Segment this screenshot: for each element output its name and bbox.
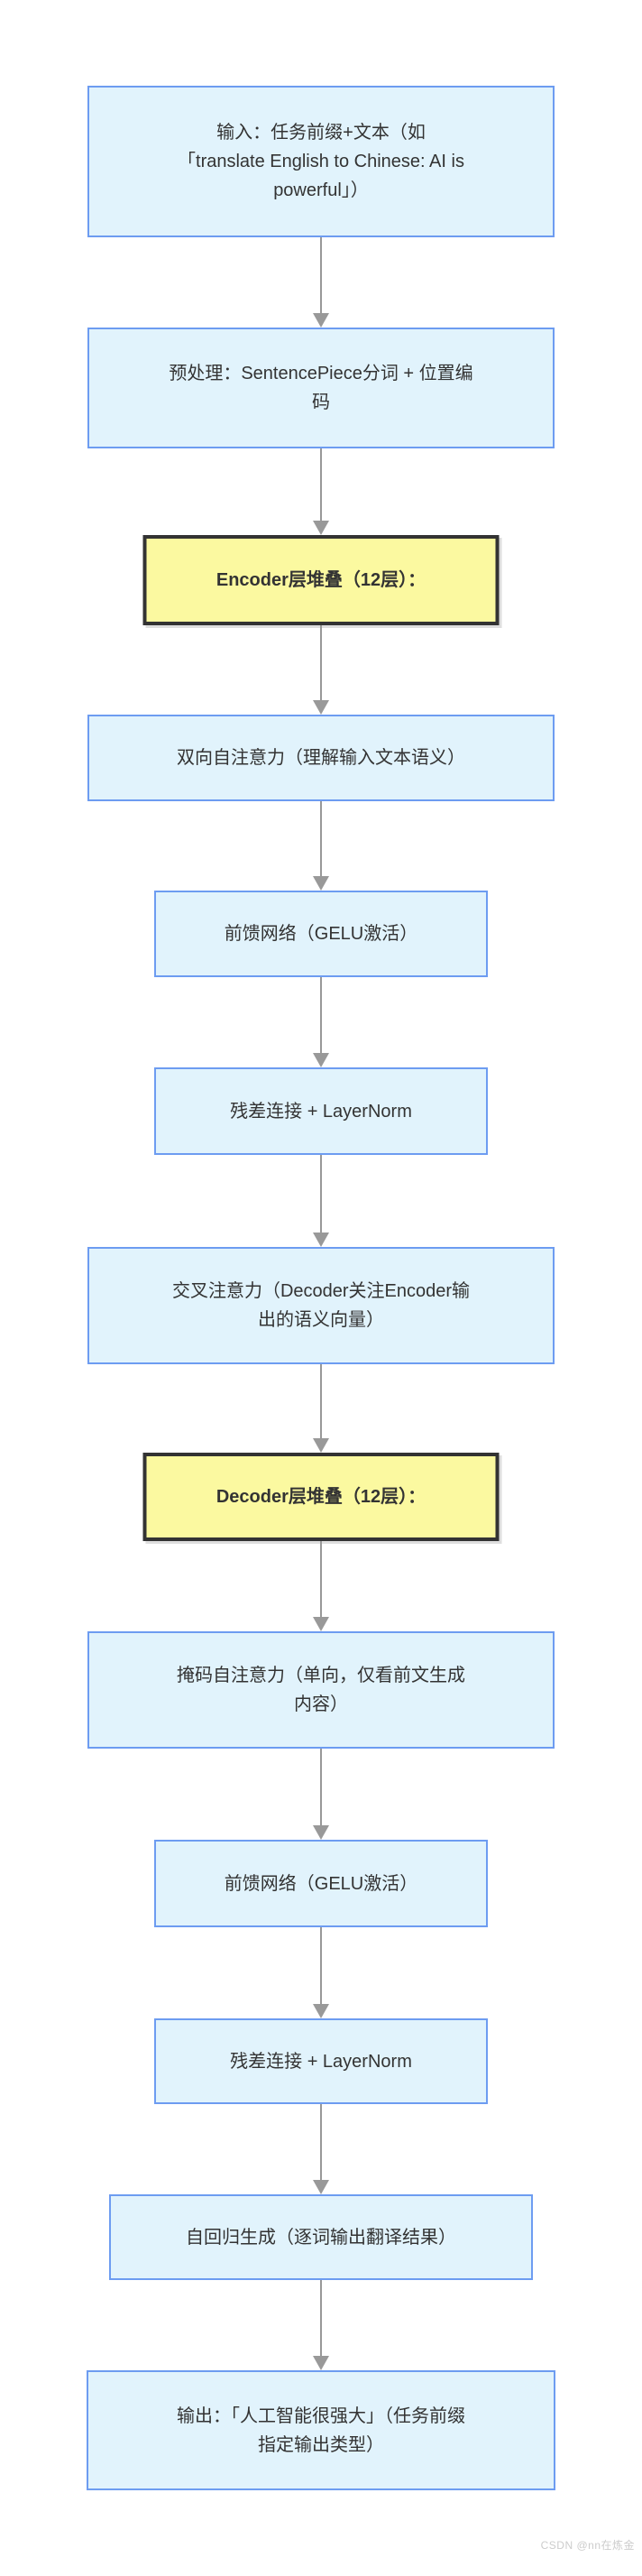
flow-arrow-5 [312,977,330,1067]
node-encoder-ffn: 前馈网络（GELU激活） [154,891,488,977]
arrow-line [320,237,322,317]
arrow-line [320,2104,322,2184]
arrow-line [320,2280,322,2359]
arrow-head-icon [313,1825,329,1840]
arrow-head-icon [313,2180,329,2194]
flow-arrow-7 [312,1364,330,1453]
arrow-line [320,801,322,880]
node-output: 输出：「人工智能很强大」（任务前缀 指定输出类型） [87,2370,555,2490]
arrow-line [320,1541,322,1620]
arrow-line [320,1927,322,2008]
node-decoder-residual-layernorm: 残差连接 + LayerNorm [154,2018,488,2104]
node-encoder-stack: Encoder层堆叠（12层）： [142,535,500,625]
flow-arrow-4 [312,801,330,891]
node-preprocess: 预处理：SentencePiece分词 + 位置编 码 [87,328,555,448]
flow-arrow-10 [312,1927,330,2018]
arrow-head-icon [313,700,329,715]
flow-arrow-3 [312,625,330,715]
flow-arrow-12 [312,2280,330,2370]
arrow-line [320,625,322,704]
arrow-head-icon [313,313,329,328]
node-decoder-ffn: 前馈网络（GELU激活） [154,1840,488,1927]
flow-arrow-6 [312,1155,330,1247]
node-input: 输入：任务前缀+文本（如 「translate English to Chine… [87,86,555,237]
arrow-head-icon [313,1617,329,1631]
flow-arrow-2 [312,448,330,535]
flow-arrow-8 [312,1541,330,1631]
flow-arrow-1 [312,237,330,328]
node-autoregressive-generation: 自回归生成（逐词输出翻译结果） [109,2194,533,2280]
arrow-head-icon [313,2004,329,2018]
arrow-line [320,1749,322,1829]
arrow-head-icon [313,1053,329,1067]
arrow-line [320,1364,322,1442]
csdn-watermark: CSDN @nn在炼金 [540,2539,635,2552]
arrow-line [320,1155,322,1236]
arrow-line [320,448,322,524]
arrow-head-icon [313,521,329,535]
node-masked-attention: 掩码自注意力（单向，仅看前文生成 内容） [87,1631,555,1749]
arrow-head-icon [313,876,329,891]
arrow-head-icon [313,1438,329,1453]
arrow-head-icon [313,2356,329,2370]
node-cross-attention: 交叉注意力（Decoder关注Encoder输 出的语义向量） [87,1247,555,1364]
node-encoder-residual-layernorm: 残差连接 + LayerNorm [154,1067,488,1155]
node-bidirectional-attention: 双向自注意力（理解输入文本语义） [87,715,555,801]
flow-arrow-11 [312,2104,330,2194]
node-decoder-stack: Decoder层堆叠（12层）： [142,1453,500,1541]
arrow-head-icon [313,1233,329,1247]
arrow-line [320,977,322,1057]
flow-arrow-9 [312,1749,330,1840]
